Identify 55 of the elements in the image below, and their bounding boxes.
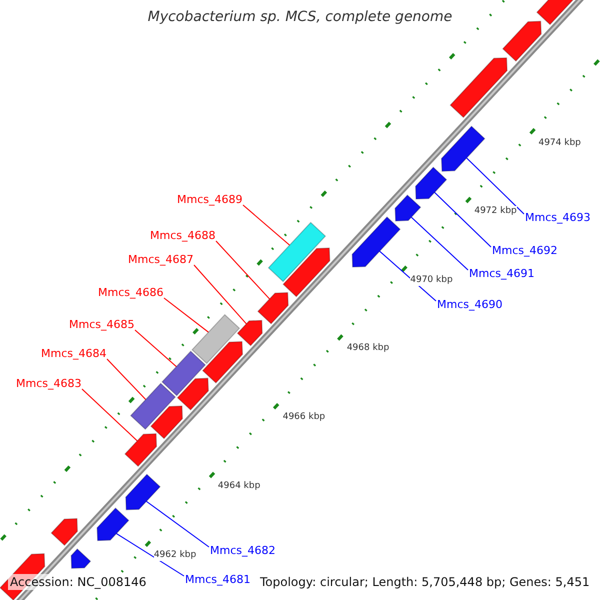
gene-feature: [415, 166, 448, 200]
gene-feature: [236, 320, 263, 346]
scale-label: 4974 kbp: [538, 138, 581, 149]
leader-line: [116, 533, 184, 576]
leader-line: [434, 192, 492, 248]
gene-bar: [161, 350, 206, 396]
gene-label: Mmcs_4686: [98, 286, 164, 299]
leader-line: [134, 330, 177, 368]
leader-line: [106, 358, 146, 400]
leader-line: [466, 157, 524, 214]
gene-bar: [268, 222, 326, 282]
gene-feature: [394, 194, 422, 222]
leader-line: [146, 500, 210, 548]
gene-feature: [441, 126, 486, 172]
gene-bar: [191, 314, 240, 364]
scale-label: 4972 kbp: [474, 206, 517, 218]
gene-feature: [450, 57, 508, 118]
leader-line: [242, 204, 290, 246]
scale-label: 4968 kbp: [346, 343, 390, 354]
leader-line: [410, 216, 468, 270]
leader-line: [216, 240, 270, 300]
scale-label: 4966 kbp: [282, 412, 326, 423]
gene-feature: [70, 548, 92, 569]
gene-label: Mmcs_4687: [128, 253, 194, 266]
gene-feature: [125, 474, 161, 510]
scale-label: 4962 kbp: [154, 550, 196, 562]
gene-feature: [50, 518, 78, 546]
gene-label: Mmcs_4684: [41, 347, 106, 360]
footer-text: Topology: circular; Length: 5,705,448 bp; Genes: 5,451: [258, 574, 592, 590]
gene-feature: [150, 405, 183, 440]
gene-label: Mmcs_4692: [492, 244, 558, 257]
gene-feature: [124, 433, 157, 467]
gene-label: Mmcs_4688: [150, 229, 216, 242]
gene-label: Mmcs_4689: [177, 193, 242, 206]
scale-label: 4970 kbp: [410, 275, 453, 286]
gene-label: Mmcs_4685: [69, 318, 134, 331]
leader-line: [194, 264, 247, 324]
gene-feature: [282, 247, 330, 298]
gene-feature: [352, 216, 401, 268]
leader-line: [164, 298, 209, 333]
gene-label: Mmcs_4681: [185, 573, 250, 586]
gene-feature: [502, 20, 542, 62]
leader-line: [82, 388, 138, 442]
gene-feature: [202, 341, 243, 384]
gene-label: Mmcs_4693: [525, 211, 590, 224]
gene-bar: [130, 382, 176, 430]
gene-label: Mmcs_4690: [437, 298, 502, 311]
title: Mycobacterium sp. MCS, complete genome: [146, 9, 454, 25]
gene-feature: [257, 292, 289, 324]
gene-feature: [96, 507, 130, 542]
gene-label: Mmcs_4691: [469, 267, 534, 280]
gene-label: Mmcs_4683: [16, 377, 82, 390]
gene-label: Mmcs_4682: [210, 544, 276, 557]
footer-text: Accession: NC_008146: [8, 574, 148, 590]
scale-label: 4964 kbp: [218, 481, 260, 492]
